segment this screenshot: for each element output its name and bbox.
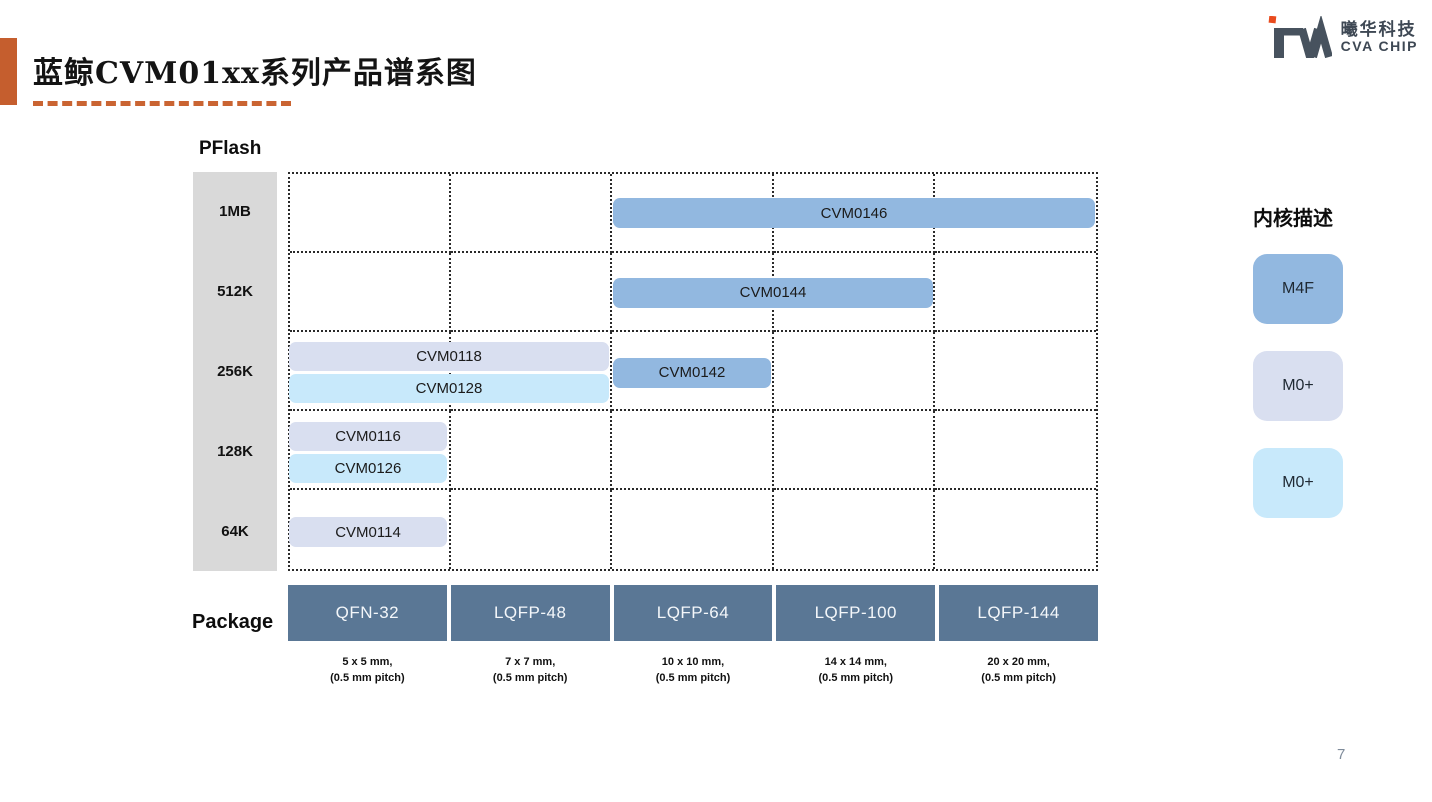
package-box-lqfp-144: LQFP-144 bbox=[939, 585, 1098, 641]
product-bar-cvm0126: CVM0126 bbox=[289, 453, 447, 483]
grid-cell bbox=[773, 332, 935, 411]
flash-size-axis: 1MB 512K 256K 128K 64K bbox=[193, 172, 277, 571]
legend-box-2-m0: M0+ bbox=[1253, 448, 1343, 518]
logo-company-en: CVA CHIP bbox=[1340, 37, 1418, 54]
x-axis-title: Package bbox=[192, 611, 274, 633]
company-logo: 曦华科技 CVA CHIP bbox=[1266, 16, 1418, 58]
package-box-qfn-32: QFN-32 bbox=[288, 585, 447, 641]
grid-cell bbox=[290, 411, 452, 490]
dotted-grid bbox=[288, 172, 1098, 571]
grid-cell bbox=[934, 332, 1096, 411]
grid-cell bbox=[774, 490, 935, 569]
legend-items: M4F M0+ M0+ bbox=[1253, 254, 1343, 518]
grid-cell bbox=[934, 253, 1096, 332]
grid-cell bbox=[290, 332, 452, 411]
page-number: 7 bbox=[1337, 746, 1346, 763]
legend-title: 内核描述 bbox=[1253, 208, 1333, 230]
flash-label-64k: 64K bbox=[221, 522, 249, 540]
legend-box-0-m4f: M4F bbox=[1253, 254, 1343, 324]
grid-cell bbox=[290, 174, 452, 253]
grid-cell bbox=[934, 411, 1096, 490]
grid-cell bbox=[451, 411, 613, 490]
package-box-lqfp-100: LQFP-100 bbox=[776, 585, 936, 641]
logo-company-cn: 曦华科技 bbox=[1340, 19, 1417, 39]
product-bar-cvm0146: CVM0146 bbox=[613, 198, 1095, 228]
grid-cell bbox=[612, 411, 774, 490]
title-accent-bar bbox=[0, 38, 17, 105]
package-size-caption: 7 x 7 mm,(0.5 mm pitch) bbox=[492, 656, 568, 684]
package-size-caption: 14 x 14 mm,(0.5 mm pitch) bbox=[818, 656, 894, 684]
grid-cell bbox=[612, 490, 774, 569]
product-bar-cvm0144: CVM0144 bbox=[613, 277, 933, 308]
grid-cell bbox=[290, 253, 452, 332]
page-title: 蓝鲸CVM01xx系列产品谱系图 bbox=[33, 56, 477, 91]
y-axis-title: PFlash bbox=[199, 138, 262, 159]
product-bar-cvm0128: CVM0128 bbox=[289, 374, 609, 404]
package-size-captions: 5 x 5 mm,(0.5 mm pitch) 7 x 7 mm,(0.5 mm … bbox=[288, 655, 1098, 687]
product-bar-cvm0114: CVM0114 bbox=[289, 517, 447, 548]
grid-cell bbox=[451, 253, 613, 332]
product-bar-cvm0142: CVM0142 bbox=[613, 357, 771, 388]
cva-logo-icon bbox=[1268, 16, 1332, 58]
grid-cell bbox=[612, 332, 774, 411]
legend-box-1-m0: M0+ bbox=[1253, 351, 1343, 421]
grid-cell bbox=[773, 253, 935, 332]
package-box-lqfp-48: LQFP-48 bbox=[450, 585, 610, 641]
grid-cell bbox=[773, 411, 935, 490]
grid-cell bbox=[451, 332, 613, 411]
grid-cell bbox=[934, 174, 1096, 253]
package-size-caption: 5 x 5 mm,(0.5 mm pitch) bbox=[330, 656, 405, 684]
product-bar-cvm0118: CVM0118 bbox=[289, 342, 609, 372]
package-size-caption: 20 x 20 mm,(0.5 mm pitch) bbox=[981, 656, 1056, 684]
flash-label-1mb: 1MB bbox=[219, 203, 251, 221]
flash-label-256k: 256K bbox=[217, 362, 253, 380]
package-size-caption: 10 x 10 mm,(0.5 mm pitch) bbox=[655, 656, 731, 684]
package-box-lqfp-64: LQFP-64 bbox=[613, 585, 773, 641]
grid-cell bbox=[451, 174, 613, 253]
title-dashed-underline bbox=[33, 101, 291, 106]
flash-label-512k: 512K bbox=[217, 283, 253, 301]
grid-cell bbox=[290, 490, 452, 569]
flash-label-128k: 128K bbox=[217, 442, 253, 460]
logo-text: 曦华科技 CVA CHIP bbox=[1340, 19, 1418, 54]
grid-cell bbox=[451, 490, 613, 569]
product-bar-cvm0116: CVM0116 bbox=[289, 421, 447, 451]
